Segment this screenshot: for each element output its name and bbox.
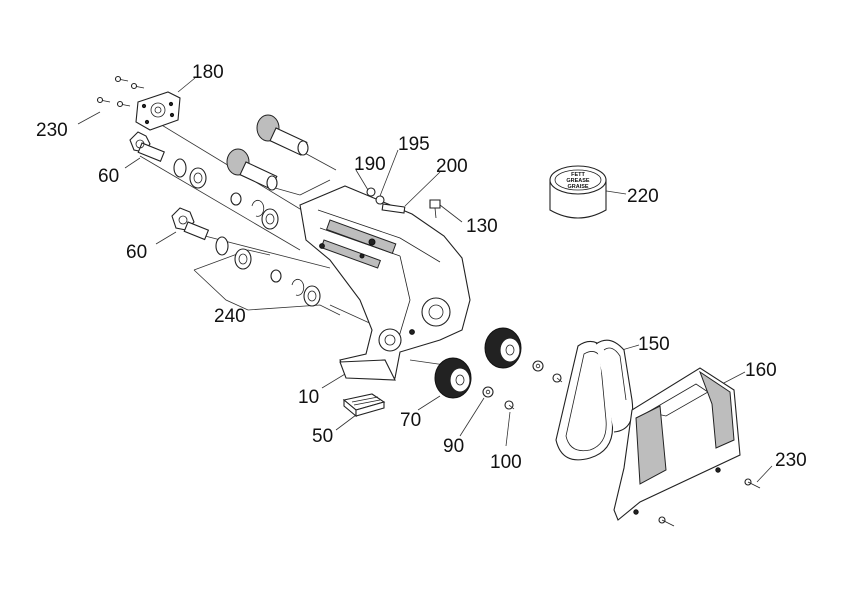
gear-shaft-60-lower — [171, 207, 210, 241]
screws-100 — [504, 373, 563, 410]
gear-shaft-60-upper — [129, 131, 165, 162]
label-90: 90 — [443, 436, 464, 457]
label-10: 10 — [298, 387, 319, 408]
label-130: 130 — [466, 216, 498, 237]
screws-230-bottom — [658, 478, 761, 527]
washers-90 — [482, 360, 544, 398]
cover-plate-180 — [135, 91, 181, 131]
belt-150 — [555, 339, 634, 461]
upper-bearing-set — [173, 158, 279, 230]
guard-160 — [613, 367, 741, 521]
grease-can-label-3: GRAISE — [567, 184, 588, 190]
screws-230-top — [96, 75, 145, 108]
grease-can-label-2: GREASE — [566, 178, 590, 184]
label-190: 190 — [354, 154, 386, 175]
grease-can-220: FETT GREASE GRAISE — [549, 165, 607, 219]
gear-housing-10 — [299, 185, 471, 381]
label-240: 240 — [214, 306, 246, 327]
part-labels: 180 230 60 60 240 190 195 200 130 220 15… — [36, 62, 807, 473]
label-220: 220 — [627, 186, 659, 207]
grease-can-label-1: FETT — [571, 172, 585, 178]
label-150: 150 — [638, 334, 670, 355]
small-parts-190-200 — [366, 187, 441, 219]
block-50 — [342, 393, 386, 418]
drive-roller-70-lower — [434, 357, 472, 399]
drive-roller-70-upper — [484, 327, 522, 369]
pinion-shaft-lower — [226, 148, 278, 191]
label-200: 200 — [436, 156, 468, 177]
label-195: 195 — [398, 134, 430, 155]
label-100: 100 — [490, 452, 522, 473]
lower-bearing-set — [215, 236, 321, 307]
label-230-top: 230 — [36, 120, 68, 141]
label-70: 70 — [400, 410, 421, 431]
label-230-bottom: 230 — [775, 450, 807, 471]
pinion-shaft-upper — [256, 114, 309, 156]
label-50: 50 — [312, 426, 333, 447]
label-160: 160 — [745, 360, 777, 381]
label-60-upper: 60 — [98, 166, 119, 187]
label-60-lower: 60 — [126, 242, 147, 263]
label-180: 180 — [192, 62, 224, 83]
